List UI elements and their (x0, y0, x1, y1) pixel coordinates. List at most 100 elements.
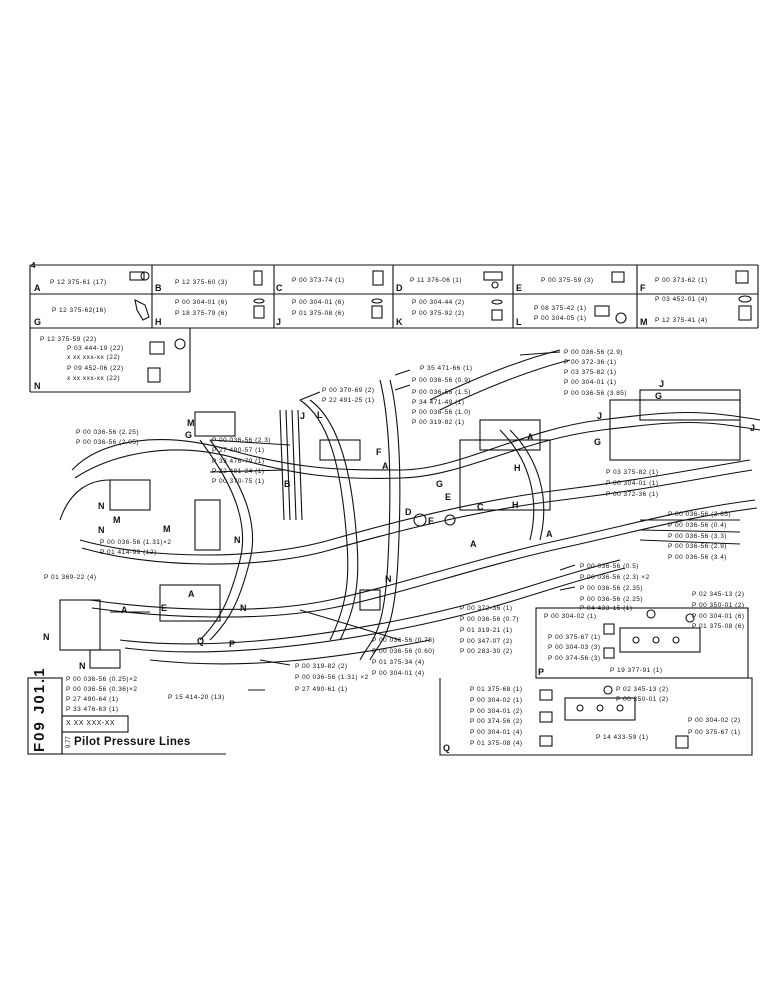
part-k1: P 00 304-44 (2) (412, 299, 465, 306)
diag-letter-k: L (317, 410, 323, 420)
part-k2: P 00 375-92 (2) (412, 310, 465, 317)
callout-c4: P 27 490-57 (1) (212, 447, 265, 454)
callout-l5: P 01 369-22 (4) (44, 574, 97, 581)
part-l2: P 00 304-05 (1) (534, 315, 587, 322)
diag-letter-j4: J (750, 423, 756, 433)
diag-letter-g4: G (655, 391, 663, 401)
diag-letter-m1: M (113, 515, 121, 525)
diag-letter-g2: G (436, 479, 444, 489)
diag-letter-a6: A (188, 589, 195, 599)
callout-bm16: P 00 036-56 (1.31) ×2 (295, 674, 369, 681)
box-p-part1: P 00 304-02 (1) (544, 613, 597, 620)
diag-letter-e2: E (445, 492, 452, 502)
letter-f: F (640, 283, 646, 293)
callout-l2: P 00 036-56 (2.05) (76, 439, 140, 446)
diag-letter-j1: J (300, 411, 306, 421)
part-m2: P 12 375-41 (4) (655, 317, 708, 324)
callout-rm1: P 03 375-82 (1) (606, 469, 659, 476)
box-q-part9: P 14 433-59 (1) (596, 734, 649, 741)
callout-bm2: P 00 036-56 (2.3) ×2 (580, 574, 650, 581)
part-b: P 12 375-60 (3) (175, 279, 228, 286)
diag-letter-n3: N (234, 535, 241, 545)
diag-letter-d: D (405, 507, 412, 517)
part-d: P 11 376-06 (1) (410, 277, 463, 284)
diag-letter-m2: M (163, 524, 171, 534)
diag-letter-a2: A (470, 539, 477, 549)
box-q-part5: P 00 304-01 (4) (470, 729, 523, 736)
part-n5: x xx xxx-xx (22) (67, 375, 121, 382)
diag-letter-a4: A (527, 432, 534, 442)
diag-letter-n2: N (98, 525, 105, 535)
part-c: P 00 373-74 (1) (292, 277, 345, 284)
callout-bm8: P 01 319-21 (1) (460, 627, 513, 634)
callout-rt3: P 03 375-82 (1) (564, 369, 617, 376)
callout-bm13: P 01 375-34 (4) (372, 659, 425, 666)
callout-bm9: P 00 347-07 (2) (460, 638, 513, 645)
diag-letter-a3: A (546, 529, 553, 539)
letter-k: K (396, 317, 403, 327)
callout-c11: P 34 471-49 (1) (412, 399, 465, 406)
callout-bm11: P 00 036-56 (0.78) (372, 637, 436, 644)
letter-n: N (34, 381, 41, 391)
callout-bm14: P 00 304-01 (4) (372, 670, 425, 677)
diag-letter-p: P (229, 639, 236, 649)
callout-c9: P 00 036-56 (0.9) (412, 377, 471, 384)
box-q-part6: P 01 375-08 (4) (470, 740, 523, 747)
callout-l9: P 33 476-63 (1) (66, 706, 119, 713)
part-n1: P 12 375-59 (22) (40, 336, 97, 343)
diag-letter-g1: G (185, 430, 193, 440)
box-p-part4: P 00 374-56 (3) (548, 655, 601, 662)
part-e: P 00 375-59 (3) (541, 277, 594, 284)
callout-bm1: P 00 036-56 (0.5) (580, 563, 639, 570)
callout-rm7: P 00 036-56 (2.9) (668, 543, 727, 550)
diag-letter-e3: E (161, 603, 168, 613)
box-q-part11: P 00 375-67 (1) (688, 729, 741, 736)
letter-h: H (155, 317, 162, 327)
callout-rt2: P 00 372-36 (1) (564, 359, 617, 366)
diag-letter-q: Q (197, 636, 205, 646)
part-g: P 12 375-62(16) (52, 307, 107, 314)
callout-c7: P 00 370-75 (1) (212, 478, 265, 485)
callout-rt5: P 00 036-56 (3.85) (564, 390, 628, 397)
diag-letter-j2: J (597, 411, 603, 421)
callout-c3: P 00 036-56 (2.3) (212, 437, 271, 444)
part-j2: P 01 375-08 (6) (292, 310, 345, 317)
diag-letter-n4: N (385, 574, 392, 584)
diag-letter-f: F (376, 447, 382, 457)
part-h1: P 00 304-01 (6) (175, 299, 228, 306)
callout-c2: P 22 491-25 (1) (322, 397, 375, 404)
letter-j: J (276, 317, 282, 327)
callout-bm4: P 00 036-56 (2.25) (580, 596, 644, 603)
callout-rm4: P 00 036-56 (3.85) (668, 511, 732, 518)
part-h2: P 18 375-79 (6) (175, 310, 228, 317)
callout-c8: P 35 471-66 (1) (420, 365, 473, 372)
box-q-part8: P 00 350-01 (2) (616, 696, 669, 703)
diag-letter-n7: N (79, 661, 86, 671)
part-l1: P 08 375-42 (1) (534, 305, 587, 312)
diag-letter-n6: N (43, 632, 50, 642)
callout-rm2: P 00 304-01 (1) (606, 480, 659, 487)
letter-a: A (34, 283, 41, 293)
letter-l: L (516, 317, 522, 327)
callout-bm17: P 27 490-61 (1) (295, 686, 348, 693)
callout-l3: P 00 036-56 (1.31)×2 (100, 539, 172, 546)
part-a: P 12 375-61 (17) (50, 279, 107, 286)
diag-letter-a1: A (382, 461, 389, 471)
part-n2: P 03 444-19 (22) (67, 345, 124, 352)
diag-letter-h1: H (512, 500, 519, 510)
callout-rm6: P 00 036-56 (3.3) (668, 533, 727, 540)
diag-letter-a5: A (121, 605, 128, 615)
callout-bm15: P 00 319-82 (2) (295, 663, 348, 670)
box-p-part5: P 02 345-13 (2) (692, 591, 745, 598)
drawing-date: 9.77 (66, 736, 72, 748)
diag-letter-j3: J (659, 379, 665, 389)
diag-letter-e1: E (428, 516, 435, 526)
box-p-part6: P 00 350-01 (2) (692, 602, 745, 609)
drawing-title: Pilot Pressure Lines (74, 736, 191, 748)
box-q-part4: P 00 374-56 (2) (470, 718, 523, 725)
box-q-part3: P 00 304-01 (2) (470, 708, 523, 715)
callout-rt4: P 00 304-01 (1) (564, 379, 617, 386)
part-n4: P 09 452-06 (22) (67, 365, 124, 372)
callout-c10: P 00 036-56 (1.5) (412, 389, 471, 396)
